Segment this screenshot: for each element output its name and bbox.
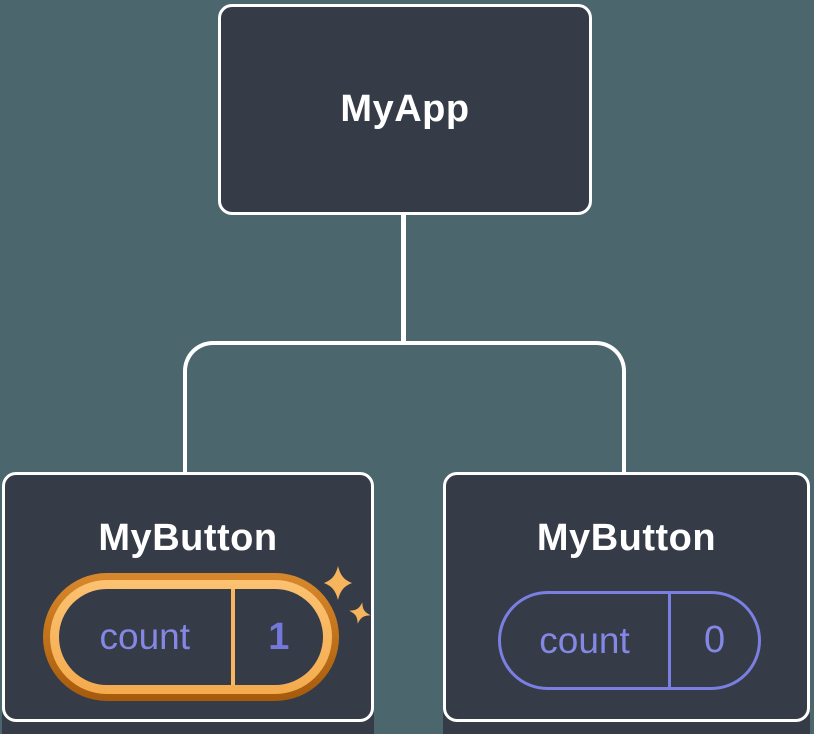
tree-node-mybutton-first: MyButton count 1: [2, 472, 374, 722]
state-field-value: 1: [268, 615, 290, 658]
sparkles-icon: [324, 566, 371, 624]
state-pill-core: count 1: [59, 589, 323, 685]
tree-node-mybutton-second: MyButton count 0: [443, 472, 810, 722]
state-pill-plain: count 0: [498, 591, 761, 690]
node-label-myapp: MyApp: [340, 88, 470, 130]
connector-stem: [401, 212, 406, 345]
state-field-name: count: [59, 589, 235, 685]
state-pill-inner-ring: count 1: [50, 580, 332, 694]
tree-node-myapp: MyApp: [218, 4, 592, 215]
node-label-mybutton-first: MyButton: [98, 517, 278, 559]
state-pill-highlighted: count 1: [43, 573, 339, 701]
state-field-value: 0: [703, 619, 726, 661]
state-field-name: count: [501, 594, 672, 687]
node-label-mybutton-second: MyButton: [536, 517, 717, 559]
connector-bracket: [183, 341, 626, 472]
